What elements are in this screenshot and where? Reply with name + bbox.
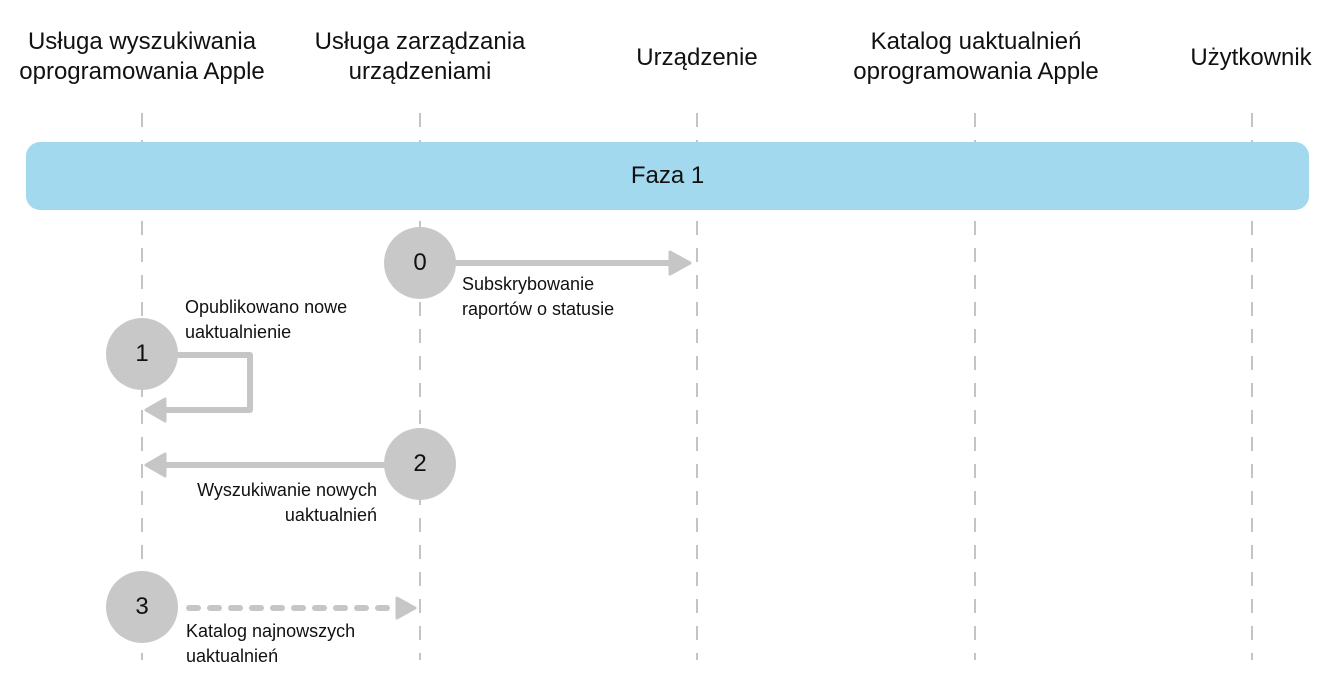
header-line-2: urządzeniami [348, 58, 492, 85]
header-line-1: Usługa wyszukiwania [27, 28, 257, 55]
label-line-2: uaktualnienie [185, 322, 292, 342]
label-line-2: uaktualnień [284, 505, 377, 525]
lifeline-header-search-service: Usługa wyszukiwania oprogramowania Apple [19, 27, 265, 87]
arrow-step-0 [455, 250, 692, 276]
label-line-2: raportów o statusie [462, 299, 615, 319]
step-2-circle: 2 [384, 428, 456, 500]
lifeline-header-mdm-service: Usługa zarządzania urządzeniami [315, 27, 526, 87]
step-number: 3 [135, 593, 149, 620]
step-3-circle: 3 [106, 571, 178, 643]
step-1-circle: 1 [106, 318, 178, 390]
step-3-label: Katalog najnowszych uaktualnień [186, 619, 355, 669]
phase-banner: Faza 1 [26, 142, 1309, 210]
step-0-circle: 0 [384, 227, 456, 299]
step-1-label: Opublikowano nowe uaktualnienie [185, 295, 347, 345]
step-number: 2 [413, 450, 427, 477]
header-line-2: oprogramowania Apple [853, 58, 1099, 85]
step-0-label: Subskrybowanie raportów o statusie [462, 272, 614, 322]
label-line-1: Katalog najnowszych [186, 621, 356, 641]
lifeline-header-update-catalog: Katalog uaktualnień oprogramowania Apple [853, 27, 1099, 87]
label-line-1: Subskrybowanie [462, 274, 595, 294]
arrow-step-3 [186, 596, 417, 620]
header-line-1: Urządzenie [636, 44, 758, 71]
header-line-2: oprogramowania Apple [19, 58, 265, 85]
label-line-1: Wyszukiwanie nowych [197, 480, 377, 500]
arrow-step-2 [144, 452, 386, 478]
step-2-label: Wyszukiwanie nowych uaktualnień [197, 478, 377, 528]
phase-label: Faza 1 [630, 162, 705, 189]
step-number: 1 [135, 340, 149, 367]
lifeline-header-device: Urządzenie [636, 43, 757, 73]
arrow-step-1 [144, 352, 253, 423]
header-line-1: Usługa zarządzania [314, 28, 526, 55]
label-line-2: uaktualnień [186, 646, 279, 666]
header-line-1: Użytkownik [1190, 44, 1312, 71]
step-number: 0 [413, 249, 427, 276]
label-line-1: Opublikowano nowe [185, 297, 348, 317]
lifeline-header-user: Użytkownik [1190, 43, 1311, 73]
header-line-1: Katalog uaktualnień [870, 28, 1082, 55]
